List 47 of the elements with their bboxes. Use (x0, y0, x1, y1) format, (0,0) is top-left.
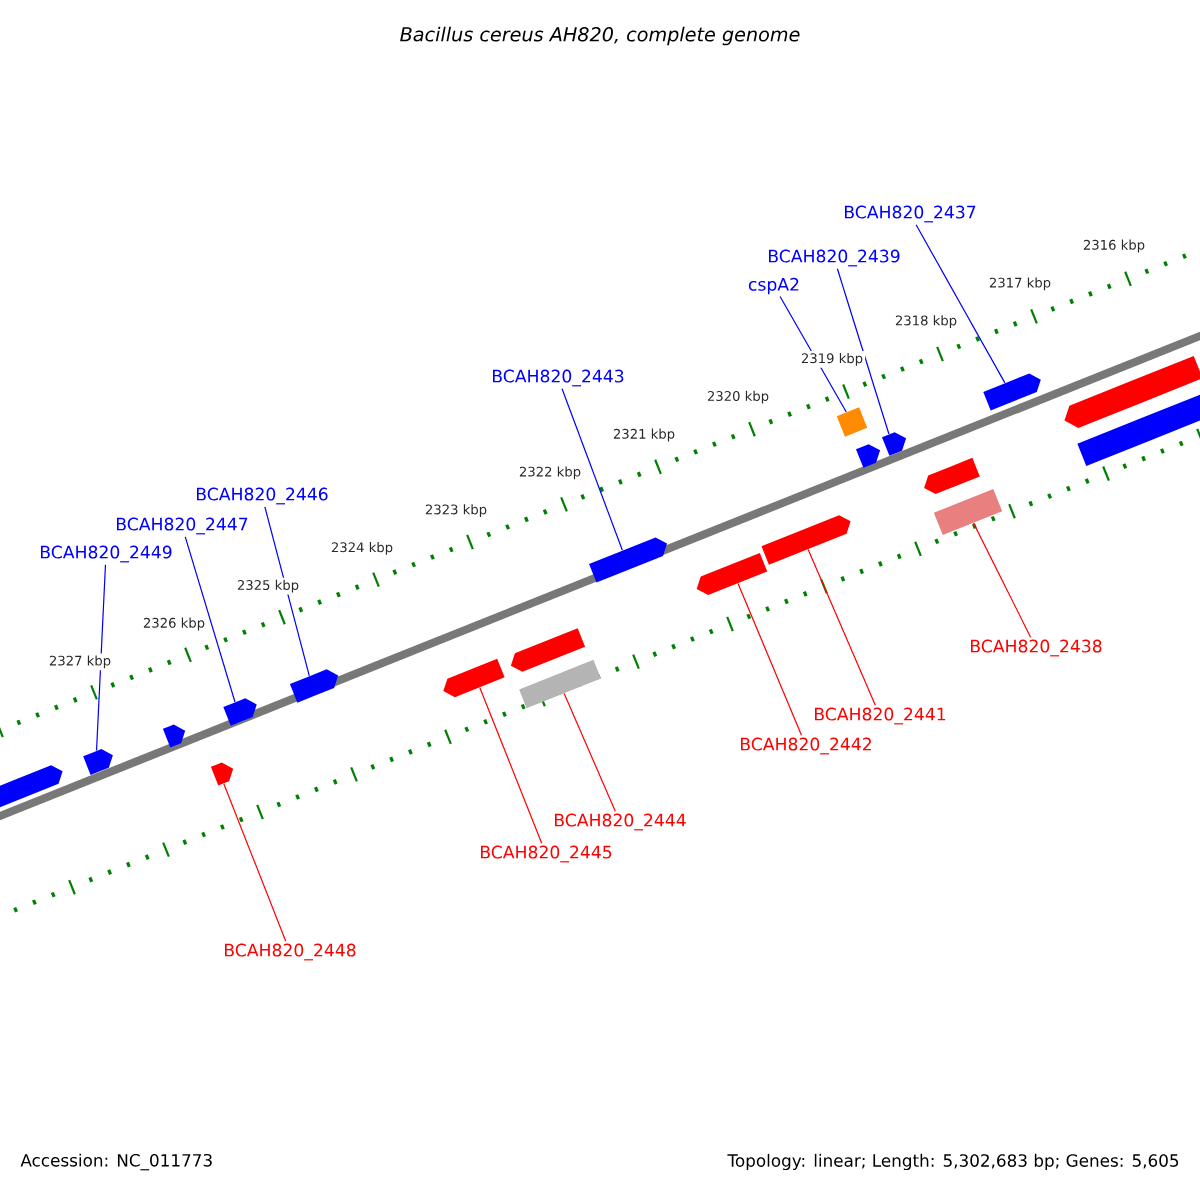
gene-label: BCAH820_2446 (197, 487, 328, 505)
gene-feature (856, 444, 881, 468)
gene-feature (210, 762, 234, 786)
leader-line (95, 564, 107, 752)
title: Bacillus cereus AH820, complete genome (400, 26, 800, 46)
gene-feature (223, 698, 257, 726)
gene-feature (589, 537, 668, 583)
gene-label: BCAH820_2447 (117, 517, 248, 535)
gene-feature (443, 658, 505, 698)
leader-line (807, 548, 876, 706)
gene-feature (162, 724, 186, 748)
gene-feature (1064, 356, 1200, 428)
leader-line (184, 536, 236, 703)
gene-label: BCAH820_2449 (41, 545, 172, 563)
gene-feature (1077, 394, 1200, 466)
gene-block (933, 488, 1003, 535)
gene-label: BCAH820_2445 (481, 845, 612, 863)
gene-block (836, 407, 868, 437)
leader-line (223, 783, 287, 942)
gene-feature (289, 669, 339, 703)
leader-line (836, 268, 890, 435)
gene-label: BCAH820_2442 (741, 737, 871, 755)
gene-feature (882, 432, 907, 456)
gene-feature (924, 457, 980, 495)
accession-text: Accession: NC_011773 (20, 1153, 212, 1171)
gene-label: BCAH820_2439 (769, 249, 900, 267)
gene-label: BCAH820_2441 (815, 707, 946, 725)
gene-label: cspA2 (748, 277, 799, 295)
gene-feature (696, 552, 768, 596)
leader-line (264, 506, 310, 677)
gene-feature (983, 373, 1041, 411)
leader-line (479, 687, 543, 844)
gene-label: BCAH820_2444 (555, 813, 686, 831)
leader-line (561, 388, 623, 551)
gene-feature (761, 515, 851, 565)
gene-feature (510, 628, 586, 672)
genome-stats: Topology: linear; Length: 5,302,683 bp; Genes: 5,605 (727, 1153, 1179, 1171)
gene-block (519, 659, 601, 709)
leader-line (915, 224, 1006, 384)
gene-label: BCAH820_2437 (845, 205, 976, 223)
leader-line (972, 522, 1032, 638)
gene-label: BCAH820_2438 (971, 639, 1102, 657)
leader-line (563, 692, 616, 812)
gene-feature (83, 749, 113, 775)
gene-label: BCAH820_2443 (493, 369, 624, 387)
gene-label: BCAH820_2448 (225, 943, 356, 961)
leader-line (737, 583, 803, 736)
